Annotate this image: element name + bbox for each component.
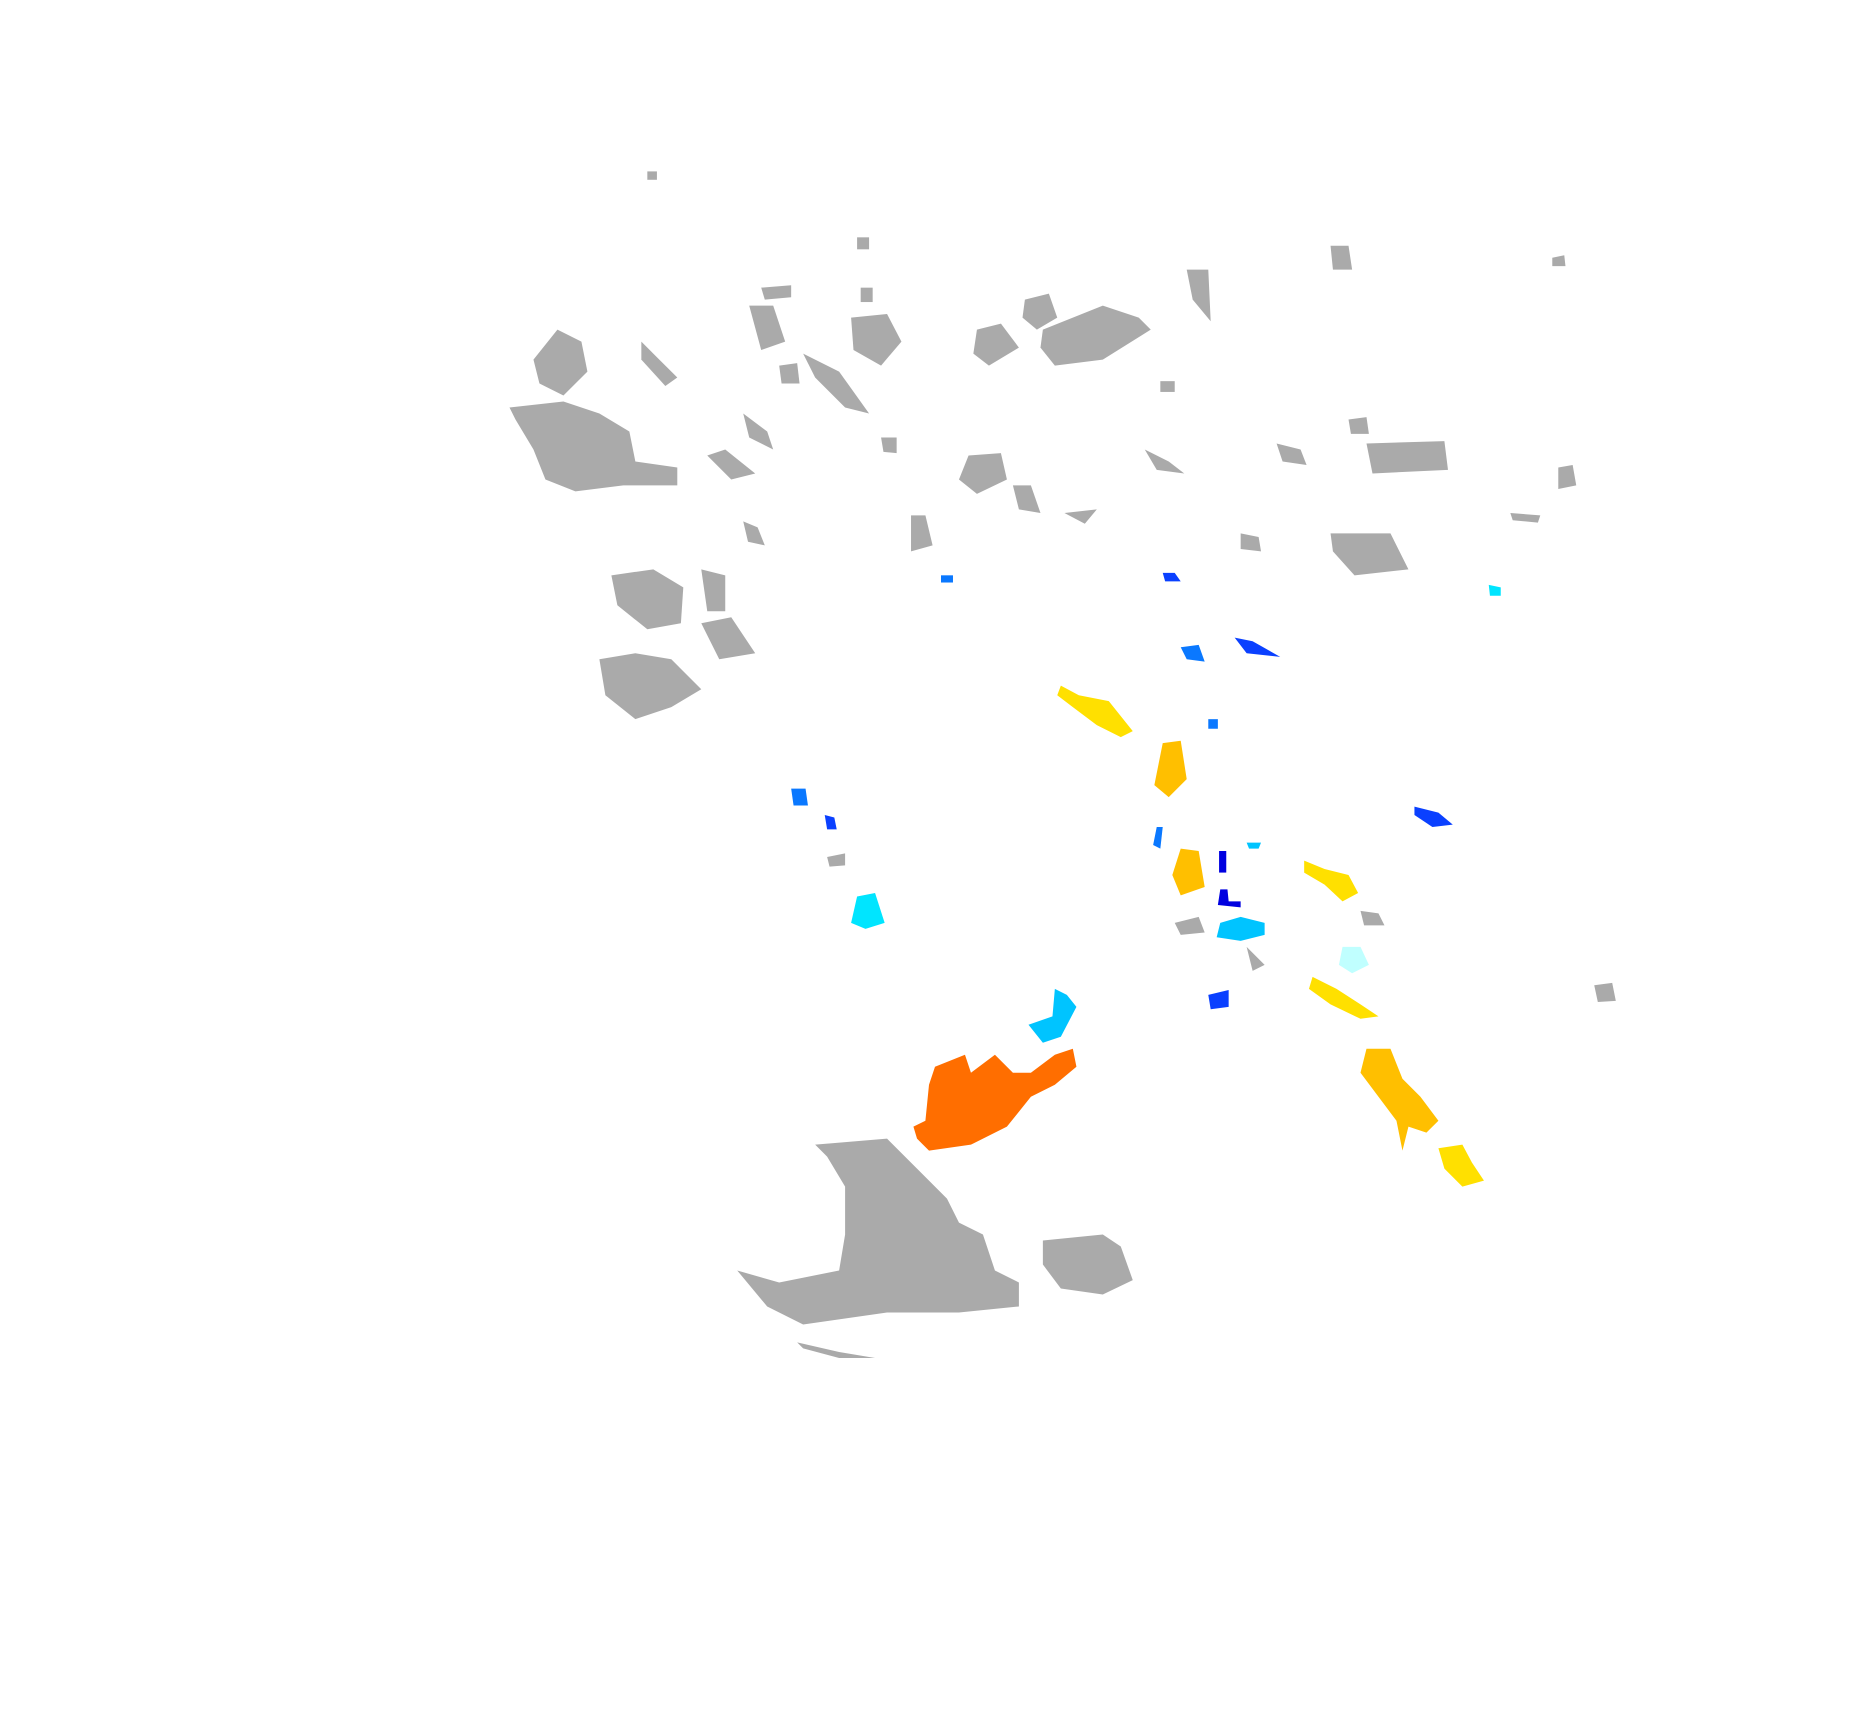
island — [827, 853, 846, 867]
island-yellow — [1438, 1144, 1484, 1187]
island — [611, 569, 684, 630]
island — [749, 305, 786, 350]
island — [1552, 255, 1566, 267]
island-sky — [1246, 842, 1262, 849]
island — [701, 569, 726, 612]
island — [737, 1138, 1019, 1325]
island-sky — [1216, 916, 1265, 941]
island — [533, 329, 588, 396]
island — [1276, 443, 1307, 466]
island — [1558, 465, 1577, 490]
island — [1040, 305, 1151, 366]
island — [1330, 533, 1409, 576]
island-amber — [1360, 1048, 1439, 1151]
island-deep-blue — [1217, 889, 1241, 908]
island — [803, 353, 870, 414]
island-blue — [1414, 806, 1453, 828]
island-yellow — [1304, 860, 1359, 902]
island-azure — [1153, 827, 1163, 849]
island — [1510, 513, 1541, 523]
island — [1022, 293, 1058, 330]
island — [641, 341, 678, 386]
no-data-islands — [509, 171, 1616, 1359]
island-light-cyan — [1338, 946, 1369, 974]
island — [1174, 916, 1205, 935]
island — [509, 401, 678, 492]
island — [860, 287, 873, 303]
island — [1064, 509, 1097, 524]
island — [1186, 269, 1211, 322]
island — [1594, 982, 1616, 1003]
island-cyan — [1488, 584, 1501, 596]
island — [973, 323, 1019, 366]
island — [1366, 441, 1449, 474]
island — [1348, 417, 1369, 434]
island — [1042, 1234, 1133, 1295]
island — [911, 515, 933, 552]
island-orange — [913, 1048, 1077, 1151]
island — [851, 314, 902, 366]
island — [743, 413, 774, 450]
island-amber — [1172, 848, 1205, 896]
island — [599, 653, 702, 720]
island — [701, 617, 756, 660]
island — [881, 437, 897, 454]
island-yellow — [1308, 976, 1379, 1019]
island — [857, 237, 870, 250]
island-azure — [1208, 719, 1218, 729]
island-blue — [1234, 637, 1281, 657]
island — [1144, 449, 1185, 474]
island — [779, 363, 800, 384]
colored-islands — [791, 572, 1501, 1187]
island-sky — [1028, 988, 1077, 1043]
island — [707, 449, 756, 480]
island — [1360, 910, 1385, 926]
island — [1240, 533, 1262, 552]
island-cyan — [851, 892, 885, 929]
island — [1246, 946, 1265, 971]
island-blue — [824, 815, 837, 830]
island — [1330, 245, 1353, 270]
island — [647, 171, 657, 180]
island-azure — [940, 575, 953, 583]
island — [1160, 381, 1175, 392]
island-blue — [1208, 990, 1229, 1010]
island — [743, 521, 765, 546]
island-azure — [791, 788, 808, 806]
island-amber — [1154, 740, 1187, 798]
island-azure — [1180, 644, 1205, 662]
island-deep-blue — [1219, 851, 1227, 873]
island-blue — [1162, 572, 1181, 582]
island — [761, 285, 792, 300]
island — [958, 453, 1007, 494]
island — [797, 1342, 876, 1359]
island — [1012, 485, 1041, 514]
island-yellow — [1057, 685, 1133, 738]
